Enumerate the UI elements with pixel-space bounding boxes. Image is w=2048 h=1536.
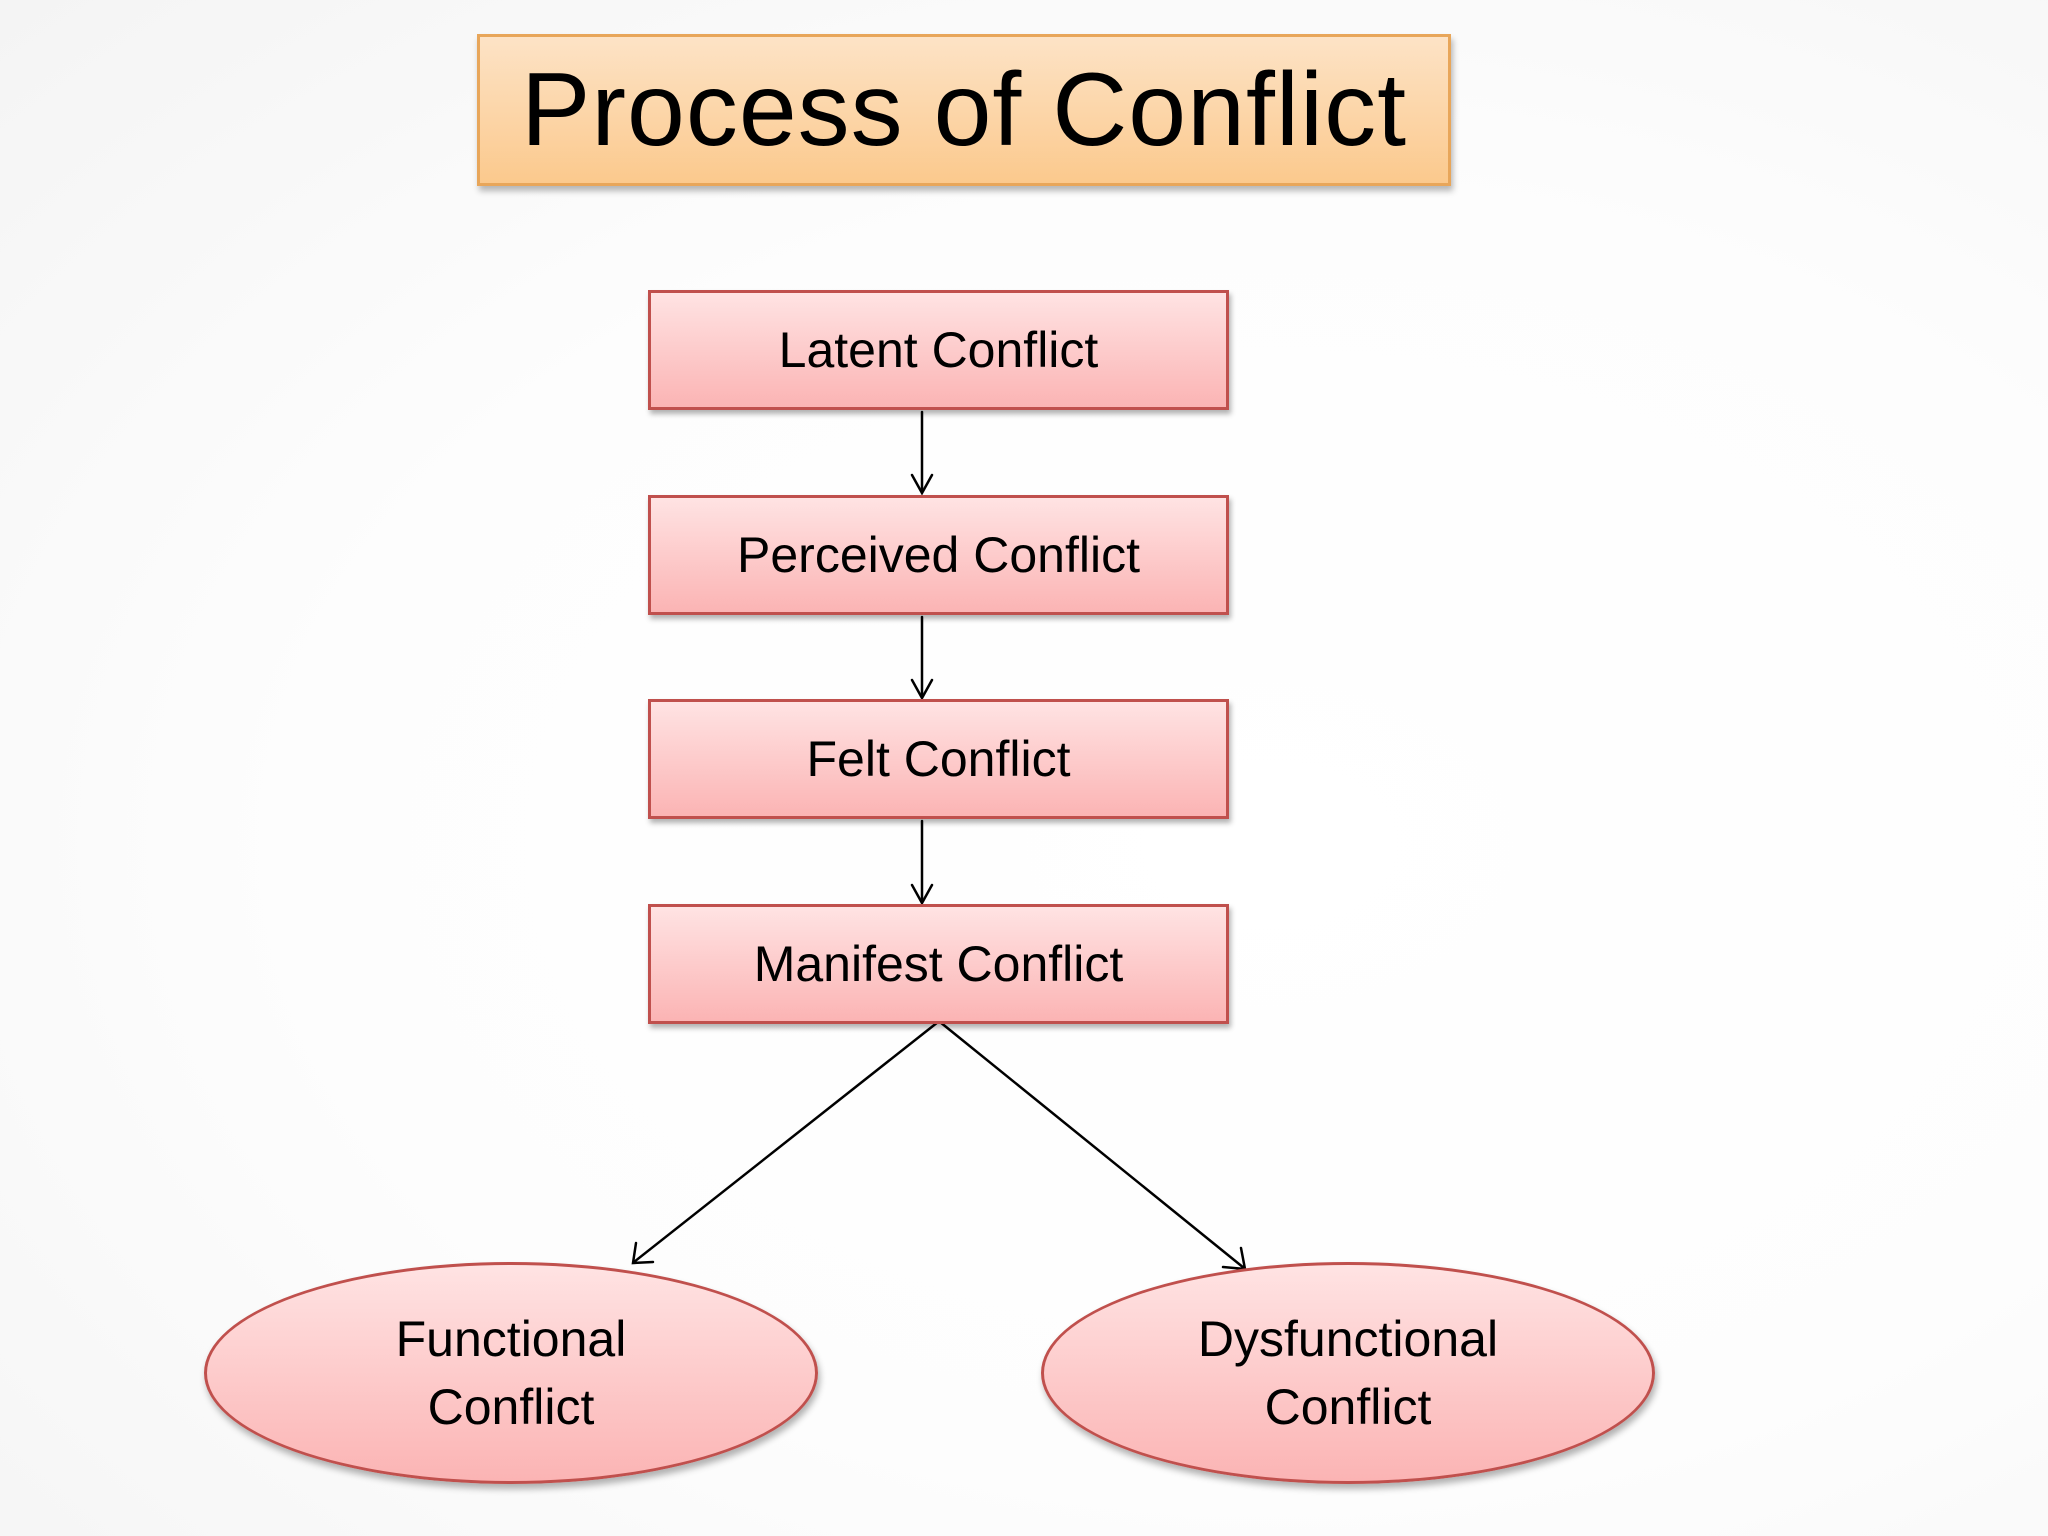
stage-latent-conflict: Latent Conflict (648, 290, 1229, 410)
outcome-functional-label: Functional Conflict (395, 1311, 627, 1435)
arrow-latent-to-perceived (910, 410, 934, 496)
stage-manifest-label: Manifest Conflict (753, 936, 1124, 992)
page-title: Process of Conflict (521, 52, 1407, 168)
arrow-perceived-to-felt (910, 615, 934, 701)
stage-manifest-conflict: Manifest Conflict (648, 904, 1229, 1024)
title-box: Process of Conflict (477, 34, 1451, 186)
outcome-dysfunctional-conflict: Dysfunctional Conflict (1041, 1262, 1655, 1484)
arrow-manifest-to-dysfunctional (938, 1020, 1247, 1271)
stage-latent-label: Latent Conflict (778, 322, 1099, 378)
outcome-functional-conflict: Functional Conflict (204, 1262, 818, 1484)
stage-perceived-label: Perceived Conflict (737, 527, 1140, 583)
stage-felt-label: Felt Conflict (806, 731, 1071, 787)
arrow-manifest-to-functional (631, 1020, 940, 1265)
arrow-felt-to-manifest (910, 819, 934, 906)
stage-felt-conflict: Felt Conflict (648, 699, 1229, 819)
stage-perceived-conflict: Perceived Conflict (648, 495, 1229, 615)
outcome-dysfunctional-label: Dysfunctional Conflict (1197, 1311, 1499, 1435)
